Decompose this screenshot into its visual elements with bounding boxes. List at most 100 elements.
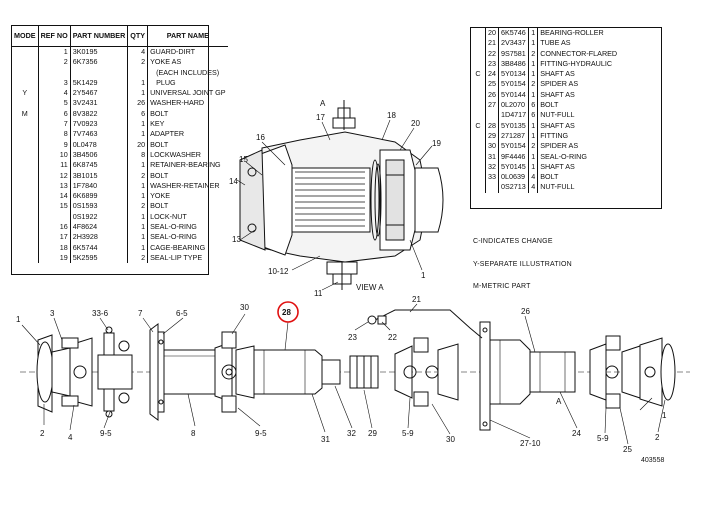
cell-qty: 1 [127, 180, 149, 192]
cell-flag [12, 77, 39, 89]
cell-qty: 4 [127, 46, 149, 58]
cell-part: 6K5746 [498, 28, 530, 39]
cell-qty: 1 [127, 88, 149, 99]
cell-ref: 26 [485, 89, 499, 101]
cell-name: UNIVERSAL JOINT GP [150, 88, 226, 98]
cell-qty: 6 [528, 110, 539, 121]
callout-A: A [556, 397, 562, 406]
cell-ref: 14 [38, 191, 71, 202]
cell-ref: 33 [485, 172, 499, 183]
view-label: VIEW A [356, 283, 384, 292]
cell-ref: 1 [38, 46, 71, 58]
callout-22: 22 [388, 333, 397, 342]
cell-part: 2V3437 [498, 38, 530, 49]
callout-1: 1 [16, 315, 21, 324]
callout-25: 25 [623, 445, 632, 454]
callout-10-12: 10-12 [268, 267, 289, 276]
cross-section-view [239, 100, 444, 290]
table-row: (EACH INCLUDES) [12, 67, 228, 78]
cell-part: 5Y0134 [498, 69, 530, 80]
cell-qty: 26 [127, 98, 149, 109]
cell-name: BOLT [150, 108, 169, 118]
callout-23: 23 [348, 333, 357, 342]
cell-part: 0L2070 [498, 100, 530, 111]
cell-ref: 12 [38, 170, 71, 181]
cell-ref: 6 [38, 108, 71, 120]
col-header-ref: REF NO [38, 26, 71, 47]
cell-flag [12, 191, 39, 202]
cell-flag: M [12, 108, 39, 120]
cell-name: WASHER-HARD [150, 98, 205, 108]
cell-flag: C [471, 120, 486, 131]
callout-11: 11 [314, 289, 323, 298]
cell-qty: 1 [127, 242, 149, 253]
callout-6-5: 6-5 [176, 309, 188, 318]
callout-vA: A [320, 99, 326, 108]
cell-ref [485, 110, 499, 121]
cell-part [70, 67, 129, 78]
tube-21 [367, 309, 483, 339]
cell-qty: 2 [127, 57, 149, 68]
cell-qty: 1 [127, 232, 149, 243]
cell-name: SHAFT AS [540, 120, 575, 130]
cell-name: NUT-FULL [540, 110, 575, 120]
cell-ref: 9 [38, 139, 71, 150]
cell-part: 5Y0135 [498, 120, 530, 131]
cell-part: 5Y0154 [498, 79, 530, 90]
cell-part: 7V7463 [70, 129, 129, 140]
cell-name: BOLT [540, 100, 559, 110]
callout-2-b: 2 [655, 433, 660, 442]
cell-qty: 1 [127, 222, 149, 233]
cell-ref: 13 [38, 180, 71, 192]
cell-flag [471, 38, 486, 49]
cell-part: 0L0639 [498, 172, 530, 183]
right-end-yoke [639, 337, 676, 407]
cell-flag [471, 172, 486, 183]
cell-ref [38, 67, 71, 78]
cell-flag [12, 119, 39, 130]
cell-qty: 2 [127, 252, 149, 264]
callout-31: 31 [321, 435, 330, 444]
callout-28-highlight [277, 301, 299, 323]
cell-ref: 16 [38, 222, 71, 233]
cell-name: SPIDER AS [540, 79, 579, 89]
callout-13: 13 [232, 235, 241, 244]
cell-name: WASHER-RETAINER [150, 180, 220, 190]
cell-flag [12, 180, 39, 192]
shaft-8 [163, 349, 216, 395]
shaft-26 [529, 351, 576, 393]
cell-part: 1D4717 [498, 110, 530, 121]
cell-name: SEAL-O-RING [150, 222, 197, 232]
cell-name: SEAL-O-RING [150, 232, 197, 242]
cell-flag [12, 67, 39, 78]
callout-17: 17 [316, 113, 325, 122]
cell-flag [12, 170, 39, 181]
cell-qty: 2 [127, 201, 149, 212]
cell-flag [12, 211, 39, 223]
col-header-part: PART NUMBER [70, 26, 129, 47]
cell-qty: 1 [528, 120, 539, 131]
cell-qty: 1 [528, 151, 539, 162]
cell-flag [471, 79, 486, 90]
cell-ref: 4 [38, 88, 71, 99]
cell-qty: 1 [528, 38, 539, 49]
cell-flag [471, 58, 486, 70]
callout-8: 8 [191, 429, 196, 438]
cell-ref: 30 [485, 141, 499, 152]
cell-flag [12, 222, 39, 233]
